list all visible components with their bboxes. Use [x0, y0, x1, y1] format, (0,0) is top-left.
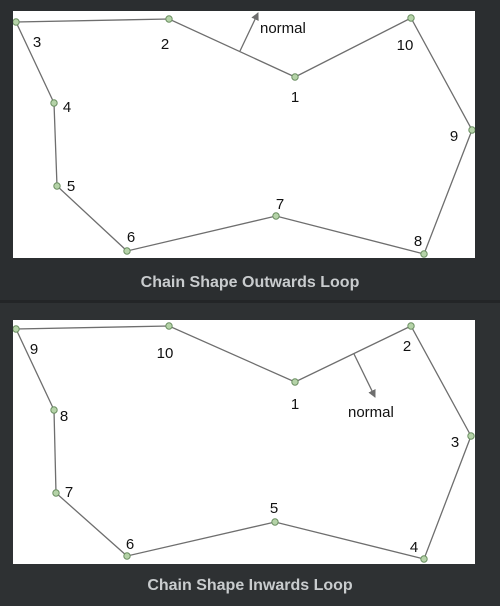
vertex-label-7: 7: [276, 196, 284, 213]
vertex-7: [52, 489, 60, 497]
vertex-10: [407, 14, 415, 22]
outwards-loop-canvas: normal 1 2 3 4 5 6 7 8 9 10: [12, 11, 476, 258]
vertex-label-7: 7: [65, 484, 73, 501]
vertex-label-3: 3: [33, 34, 41, 51]
vertex-8: [420, 250, 428, 258]
vertex-7: [272, 212, 280, 220]
vertex-label-2: 2: [403, 338, 411, 355]
vertex-4: [420, 555, 428, 563]
normal-label: normal: [260, 20, 306, 37]
inwards-loop-panel: normal 1 2 3 4 5 6 7 8 9 10 Chain Shape Inwards Lo…: [0, 303, 500, 606]
vertex-label-9: 9: [30, 341, 38, 358]
vertex-4: [50, 99, 58, 107]
vertex-label-1: 1: [291, 396, 299, 413]
vertex-6: [123, 552, 131, 560]
vertex-3: [467, 432, 475, 440]
vertex-1: [291, 378, 299, 386]
chain-edges: [14, 325, 472, 560]
vertex-label-5: 5: [270, 500, 278, 517]
inwards-loop-caption: Chain Shape Inwards Loop: [147, 577, 353, 594]
outwards-loop-caption: Chain Shape Outwards Loop: [140, 274, 360, 291]
vertex-label-8: 8: [60, 408, 68, 425]
vertex-5: [271, 518, 279, 526]
vertex-5: [53, 182, 61, 190]
vertex-label-10: 10: [157, 345, 174, 362]
vertex-label-6: 6: [126, 536, 134, 553]
inwards-loop-canvas: normal 1 2 3 4 5 6 7 8 9 10: [12, 320, 475, 564]
vertex-label-6: 6: [127, 229, 135, 246]
vertex-label-9: 9: [450, 128, 458, 145]
vertex-8: [50, 406, 58, 414]
vertex-6: [123, 247, 131, 255]
vertex-3: [12, 18, 20, 26]
panel-divider: [0, 300, 500, 303]
vertex-2: [407, 322, 415, 330]
vertex-1: [291, 73, 299, 81]
vertex-label-4: 4: [63, 99, 71, 116]
normal-label: normal: [348, 404, 394, 421]
inwards-loop-diagram: normal 1 2 3 4 5 6 7 8 9 10: [12, 322, 475, 563]
vertex-2: [165, 15, 173, 23]
vertex-9: [12, 325, 20, 333]
vertex-9: [468, 126, 476, 134]
outwards-loop-diagram: normal 1 2 3 4 5 6 7 8 9 10: [12, 12, 476, 258]
vertex-label-4: 4: [410, 539, 418, 556]
normal-arrow: [353, 353, 376, 398]
vertex-label-2: 2: [161, 36, 169, 53]
vertex-10: [165, 322, 173, 330]
vertex-label-3: 3: [451, 434, 459, 451]
outwards-loop-panel: normal 1 2 3 4 5 6 7 8 9 10 Chain Shape Outwards L…: [0, 0, 500, 300]
vertex-label-10: 10: [397, 37, 414, 54]
vertex-label-5: 5: [67, 178, 75, 195]
normal-arrow: [239, 12, 259, 52]
vertex-label-1: 1: [291, 89, 299, 106]
vertex-label-8: 8: [414, 233, 422, 250]
